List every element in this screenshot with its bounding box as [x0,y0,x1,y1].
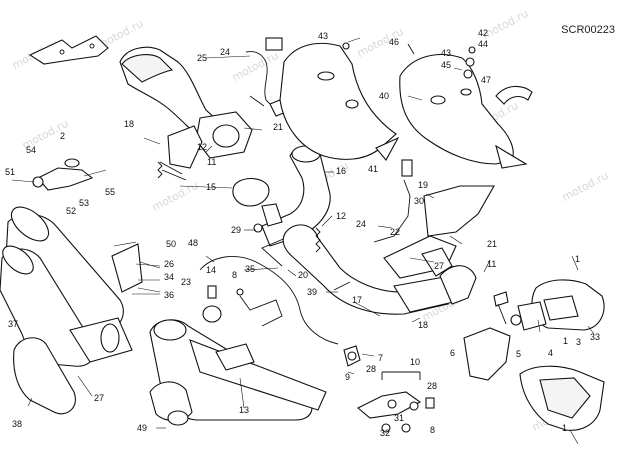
nut-29 [253,223,263,233]
part-label-7: 7 [378,353,384,363]
part-label-10: 10 [410,357,421,367]
part-label-23: 23 [181,277,192,287]
part-label-39: 39 [307,287,318,297]
part-label-19: 19 [418,180,429,190]
part-label-11: 11 [487,259,497,269]
diagram-code: SCR00223 [561,24,615,36]
part-label-15: 15 [206,182,217,192]
part-label-6: 6 [450,348,456,358]
part-label-26: 26 [164,259,175,269]
lambda-sensor-cable-24 [245,51,275,109]
part-label-30: 30 [414,196,425,206]
part-label-27: 27 [434,261,445,271]
clamp-15 [232,177,270,207]
part-label-41: 41 [368,164,379,174]
sensor-connector-2 [401,159,413,177]
part-label-17: 17 [352,295,363,305]
footrest-bracket [37,167,94,191]
part-label-8: 8 [430,425,436,435]
clamp-49 [167,410,189,426]
heat-shield-40 [399,54,514,165]
part-label-27: 27 [94,393,105,403]
part-label-29: 29 [231,225,242,235]
part-label-38: 38 [12,419,23,429]
part-label-12: 12 [336,211,347,221]
shield-30 [423,185,495,237]
part-label-53: 53 [79,198,90,208]
part-label-35: 35 [245,264,256,274]
part-label-18: 18 [418,320,429,330]
part-label-16: 16 [336,166,347,176]
part-label-5: 5 [516,349,522,359]
part-label-1: 1 [563,336,569,346]
top-left-bracket [28,35,109,65]
part-label-11: 11 [207,157,217,167]
part-label-4: 4 [548,348,554,358]
part-label-1: 1 [575,254,581,264]
part-label-13: 13 [239,405,250,415]
part-label-51: 51 [5,167,16,177]
part-label-42: 42 [478,28,489,38]
part-label-25: 25 [197,53,208,63]
part-label-2: 2 [60,131,66,141]
part-label-14: 14 [206,265,217,275]
shield-6 [463,327,511,381]
washer [64,158,80,168]
part-label-1: 1 [562,423,568,433]
part-label-48: 48 [188,238,199,248]
part-label-47: 47 [481,75,492,85]
part-label-24: 24 [220,47,231,57]
part-label-32: 32 [380,428,391,438]
part-label-45: 45 [441,60,452,70]
part-label-28: 28 [427,381,438,391]
part-label-36: 36 [164,290,175,300]
part-label-22: 22 [390,227,401,237]
part-label-55: 55 [105,187,116,197]
part-label-52: 52 [66,206,77,216]
part-label-8: 8 [232,270,238,280]
part-label-44: 44 [478,39,489,49]
part-label-40: 40 [379,91,390,101]
part-label-21: 21 [487,239,498,249]
silencer-bracket [111,243,143,293]
part-label-37: 37 [8,319,19,329]
part-label-24: 24 [356,219,367,229]
part-label-33: 33 [590,332,601,342]
part-label-49: 49 [137,423,148,433]
cable-35 [199,256,339,345]
heat-shield-37 [13,337,76,415]
washer [32,176,44,188]
part-label-21: 21 [273,122,284,132]
part-label-46: 46 [389,37,400,47]
part-label-43: 43 [441,48,452,58]
heat-shield-41 [279,42,397,160]
part-label-3: 3 [576,337,582,347]
part-label-18: 18 [124,119,135,129]
bracket-47 [495,85,533,105]
part-label-31: 31 [394,413,405,423]
part-label-54: 54 [26,145,37,155]
spring-12 [315,227,321,253]
part-label-9: 9 [345,372,351,382]
part-label-12: 12 [197,142,208,152]
part-label-34: 34 [164,272,175,282]
part-label-20: 20 [298,270,309,280]
sensor-connector [265,37,283,51]
part-label-28: 28 [366,364,377,374]
part-label-43: 43 [318,31,329,41]
part-label-50: 50 [166,239,177,249]
